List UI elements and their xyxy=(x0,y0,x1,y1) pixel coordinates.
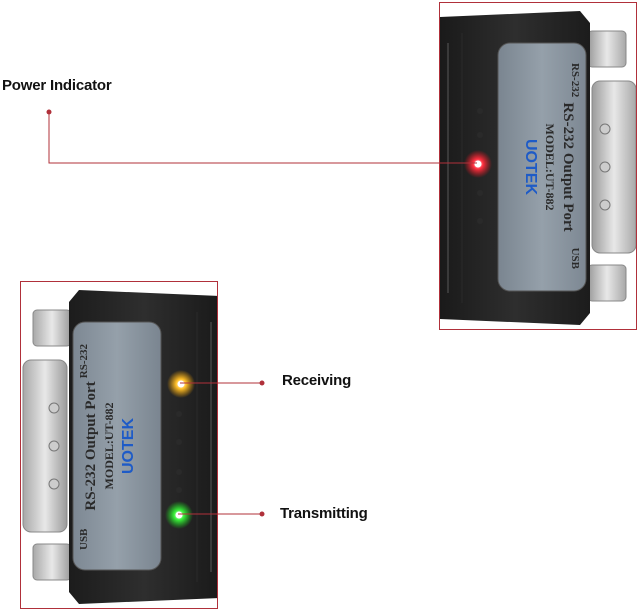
rx-tx-indicator-photo: RS-232 Output Port MODEL:UT-882 UOTEK US… xyxy=(20,281,218,609)
callout-dot xyxy=(259,380,265,386)
power-indicator-label: Power Indicator xyxy=(2,77,112,94)
callout-dot xyxy=(46,109,52,115)
device-model-text: MODEL:UT-882 xyxy=(543,124,557,211)
callout-dot xyxy=(259,511,265,517)
power-indicator-photo: RS-232 Output Port MODEL:UT-882 UOTEK RS… xyxy=(439,2,637,330)
usb-rs232-adapter-bottom: RS-232 Output Port MODEL:UT-882 UOTEK US… xyxy=(22,290,217,604)
device-title-text: RS-232 Output Port xyxy=(83,381,99,510)
usb-label: USB xyxy=(78,528,90,550)
usb-label: USB xyxy=(569,248,581,270)
rs232-label: RS-232 xyxy=(569,63,581,98)
transmitting-label: Transmitting xyxy=(280,505,368,522)
brand-logo: UOTEK xyxy=(522,139,539,195)
rs232-label: RS-232 xyxy=(78,344,90,379)
power-callout-line xyxy=(48,112,477,164)
brand-logo: UOTEK xyxy=(120,418,137,474)
receiving-label: Receiving xyxy=(282,372,352,389)
device-title-text: RS-232 Output Port xyxy=(560,102,576,231)
usb-rs232-adapter-top: RS-232 Output Port MODEL:UT-882 UOTEK RS… xyxy=(440,11,636,325)
device-model-text: MODEL:UT-882 xyxy=(102,403,116,490)
